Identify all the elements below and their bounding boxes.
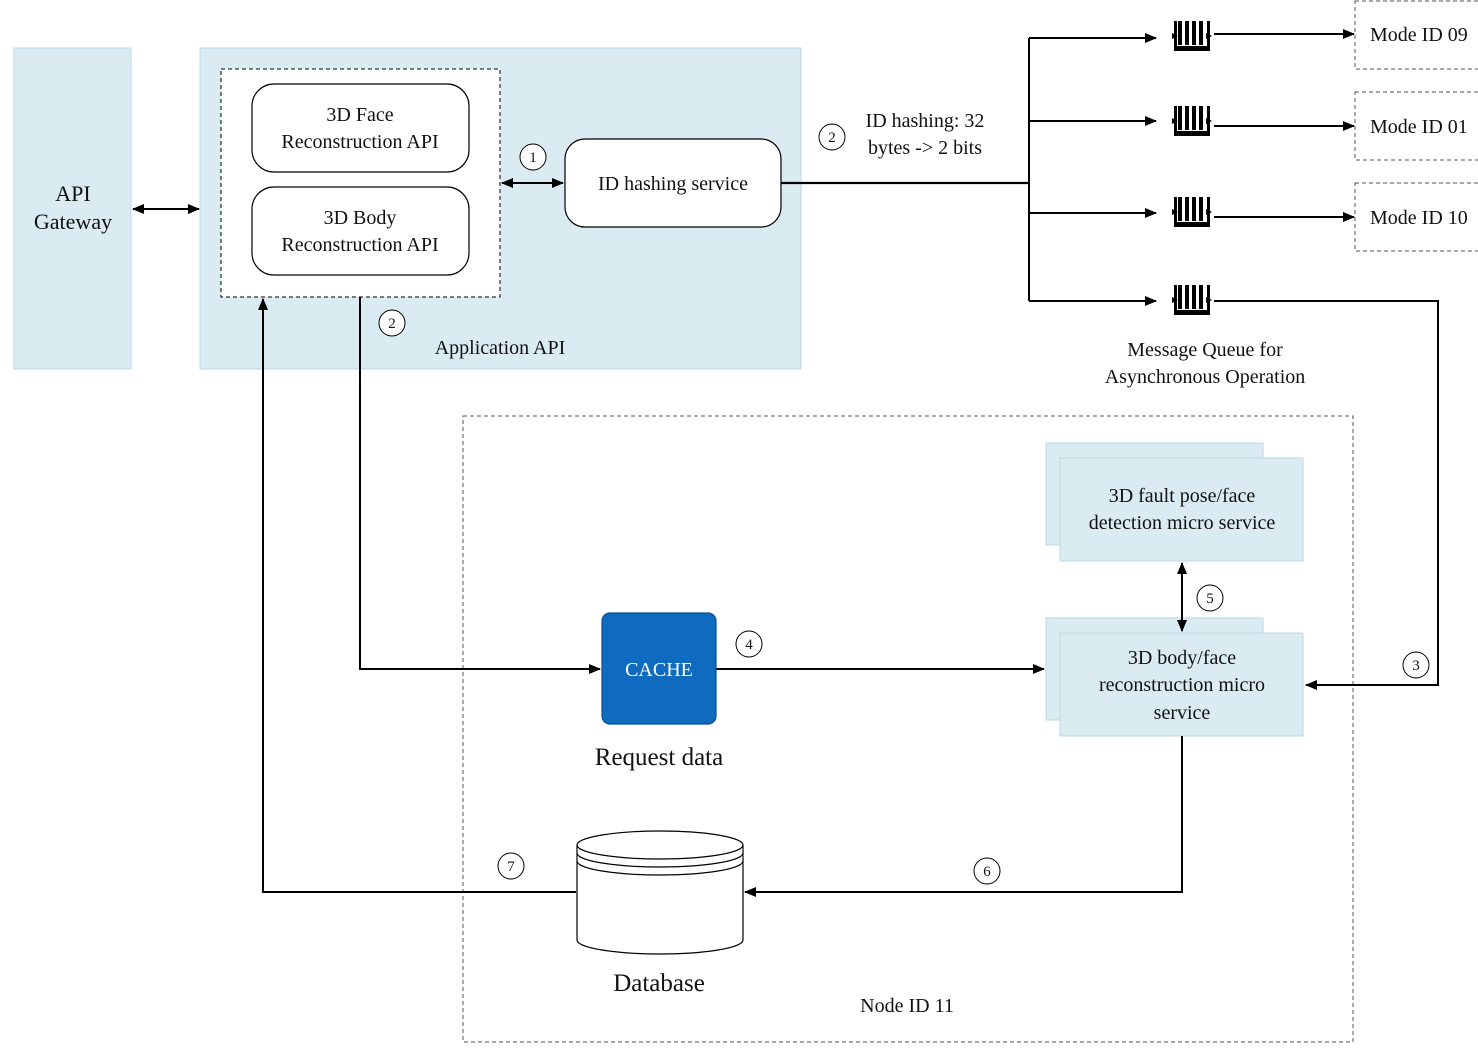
cache-caption: Request data (595, 744, 723, 771)
reconstruction-to-database-arrow (744, 736, 1183, 897)
node-group-label: Node ID 11 (860, 995, 954, 1017)
svg-text:4: 4 (745, 637, 753, 653)
database-to-api-arrow (258, 298, 576, 893)
message-queue-caption-2: Asynchronous Operation (1105, 366, 1306, 388)
face-reconstruction-api: 3D Face Reconstruction API (251, 83, 470, 173)
mode-node-10: Mode ID 10 (1354, 182, 1478, 252)
message-queue-caption-1: Message Queue for (1127, 339, 1283, 361)
step-7-badge: 7 (497, 852, 525, 880)
reconstruction-label-2: reconstruction micro (1099, 674, 1265, 696)
body-api-label-1: 3D Body (324, 207, 397, 229)
id-hashing-service-label: ID hashing service (598, 173, 748, 195)
reconstruction-label-3: service (1154, 702, 1211, 724)
fault-detection-label-2: detection micro service (1089, 512, 1276, 534)
mode-node-01: Mode ID 01 (1354, 91, 1478, 161)
queue-icon (1172, 285, 1212, 315)
api-to-cache-arrow (359, 297, 601, 674)
svg-text:2: 2 (388, 316, 396, 332)
svg-text:7: 7 (507, 859, 515, 875)
node-group-box (462, 415, 1354, 1043)
id-hashing-service: ID hashing service (564, 138, 782, 228)
mode-node-09: Mode ID 09 (1354, 0, 1478, 70)
database-caption: Database (613, 970, 705, 997)
fault-detection-label-1: 3D fault pose/face (1109, 485, 1256, 507)
face-api-label-2: Reconstruction API (281, 131, 438, 153)
step-2-hash-badge: 2 (818, 123, 846, 151)
svg-text:6: 6 (983, 864, 991, 880)
step-4-badge: 4 (735, 630, 763, 658)
mode-node-label: Mode ID 01 (1370, 116, 1468, 138)
body-reconstruction-api: 3D Body Reconstruction API (251, 186, 470, 276)
step-3-badge: 3 (1402, 651, 1430, 679)
body-api-label-2: Reconstruction API (281, 234, 438, 256)
cache-label: CACHE (625, 659, 693, 681)
svg-text:5: 5 (1206, 591, 1214, 607)
api-gateway: API Gateway (13, 47, 132, 370)
svg-text:3: 3 (1412, 658, 1420, 674)
step-1-badge: 1 (519, 143, 547, 171)
step-5-badge: 5 (1196, 584, 1224, 612)
application-api-label: Application API (435, 337, 566, 359)
database-icon (576, 830, 744, 955)
api-gateway-label-1: API (55, 181, 90, 206)
queue-icon (1172, 21, 1212, 51)
step-6-badge: 6 (973, 857, 1001, 885)
svg-text:1: 1 (529, 150, 537, 166)
svg-text:2: 2 (828, 130, 836, 146)
cache-box: CACHE (601, 612, 717, 725)
mode-node-label: Mode ID 10 (1370, 207, 1468, 229)
reconstruction-service: 3D body/face reconstruction micro servic… (1045, 617, 1304, 737)
face-api-label-1: 3D Face (326, 104, 393, 126)
api-gateway-label-2: Gateway (34, 209, 112, 234)
queue-to-reconstruction-arrow (1214, 300, 1439, 690)
step-2-cache-badge: 2 (378, 309, 406, 337)
reconstruction-label-1: 3D body/face (1128, 647, 1236, 669)
mode-node-label: Mode ID 09 (1370, 24, 1468, 46)
hashing-note-line-2: bytes -> 2 bits (868, 137, 982, 159)
queue-icon (1172, 106, 1212, 136)
queue-icon (1172, 197, 1212, 227)
hashing-note-line-1: ID hashing: 32 (866, 110, 985, 132)
fault-detection-service: 3D fault pose/face detection micro servi… (1045, 442, 1304, 562)
